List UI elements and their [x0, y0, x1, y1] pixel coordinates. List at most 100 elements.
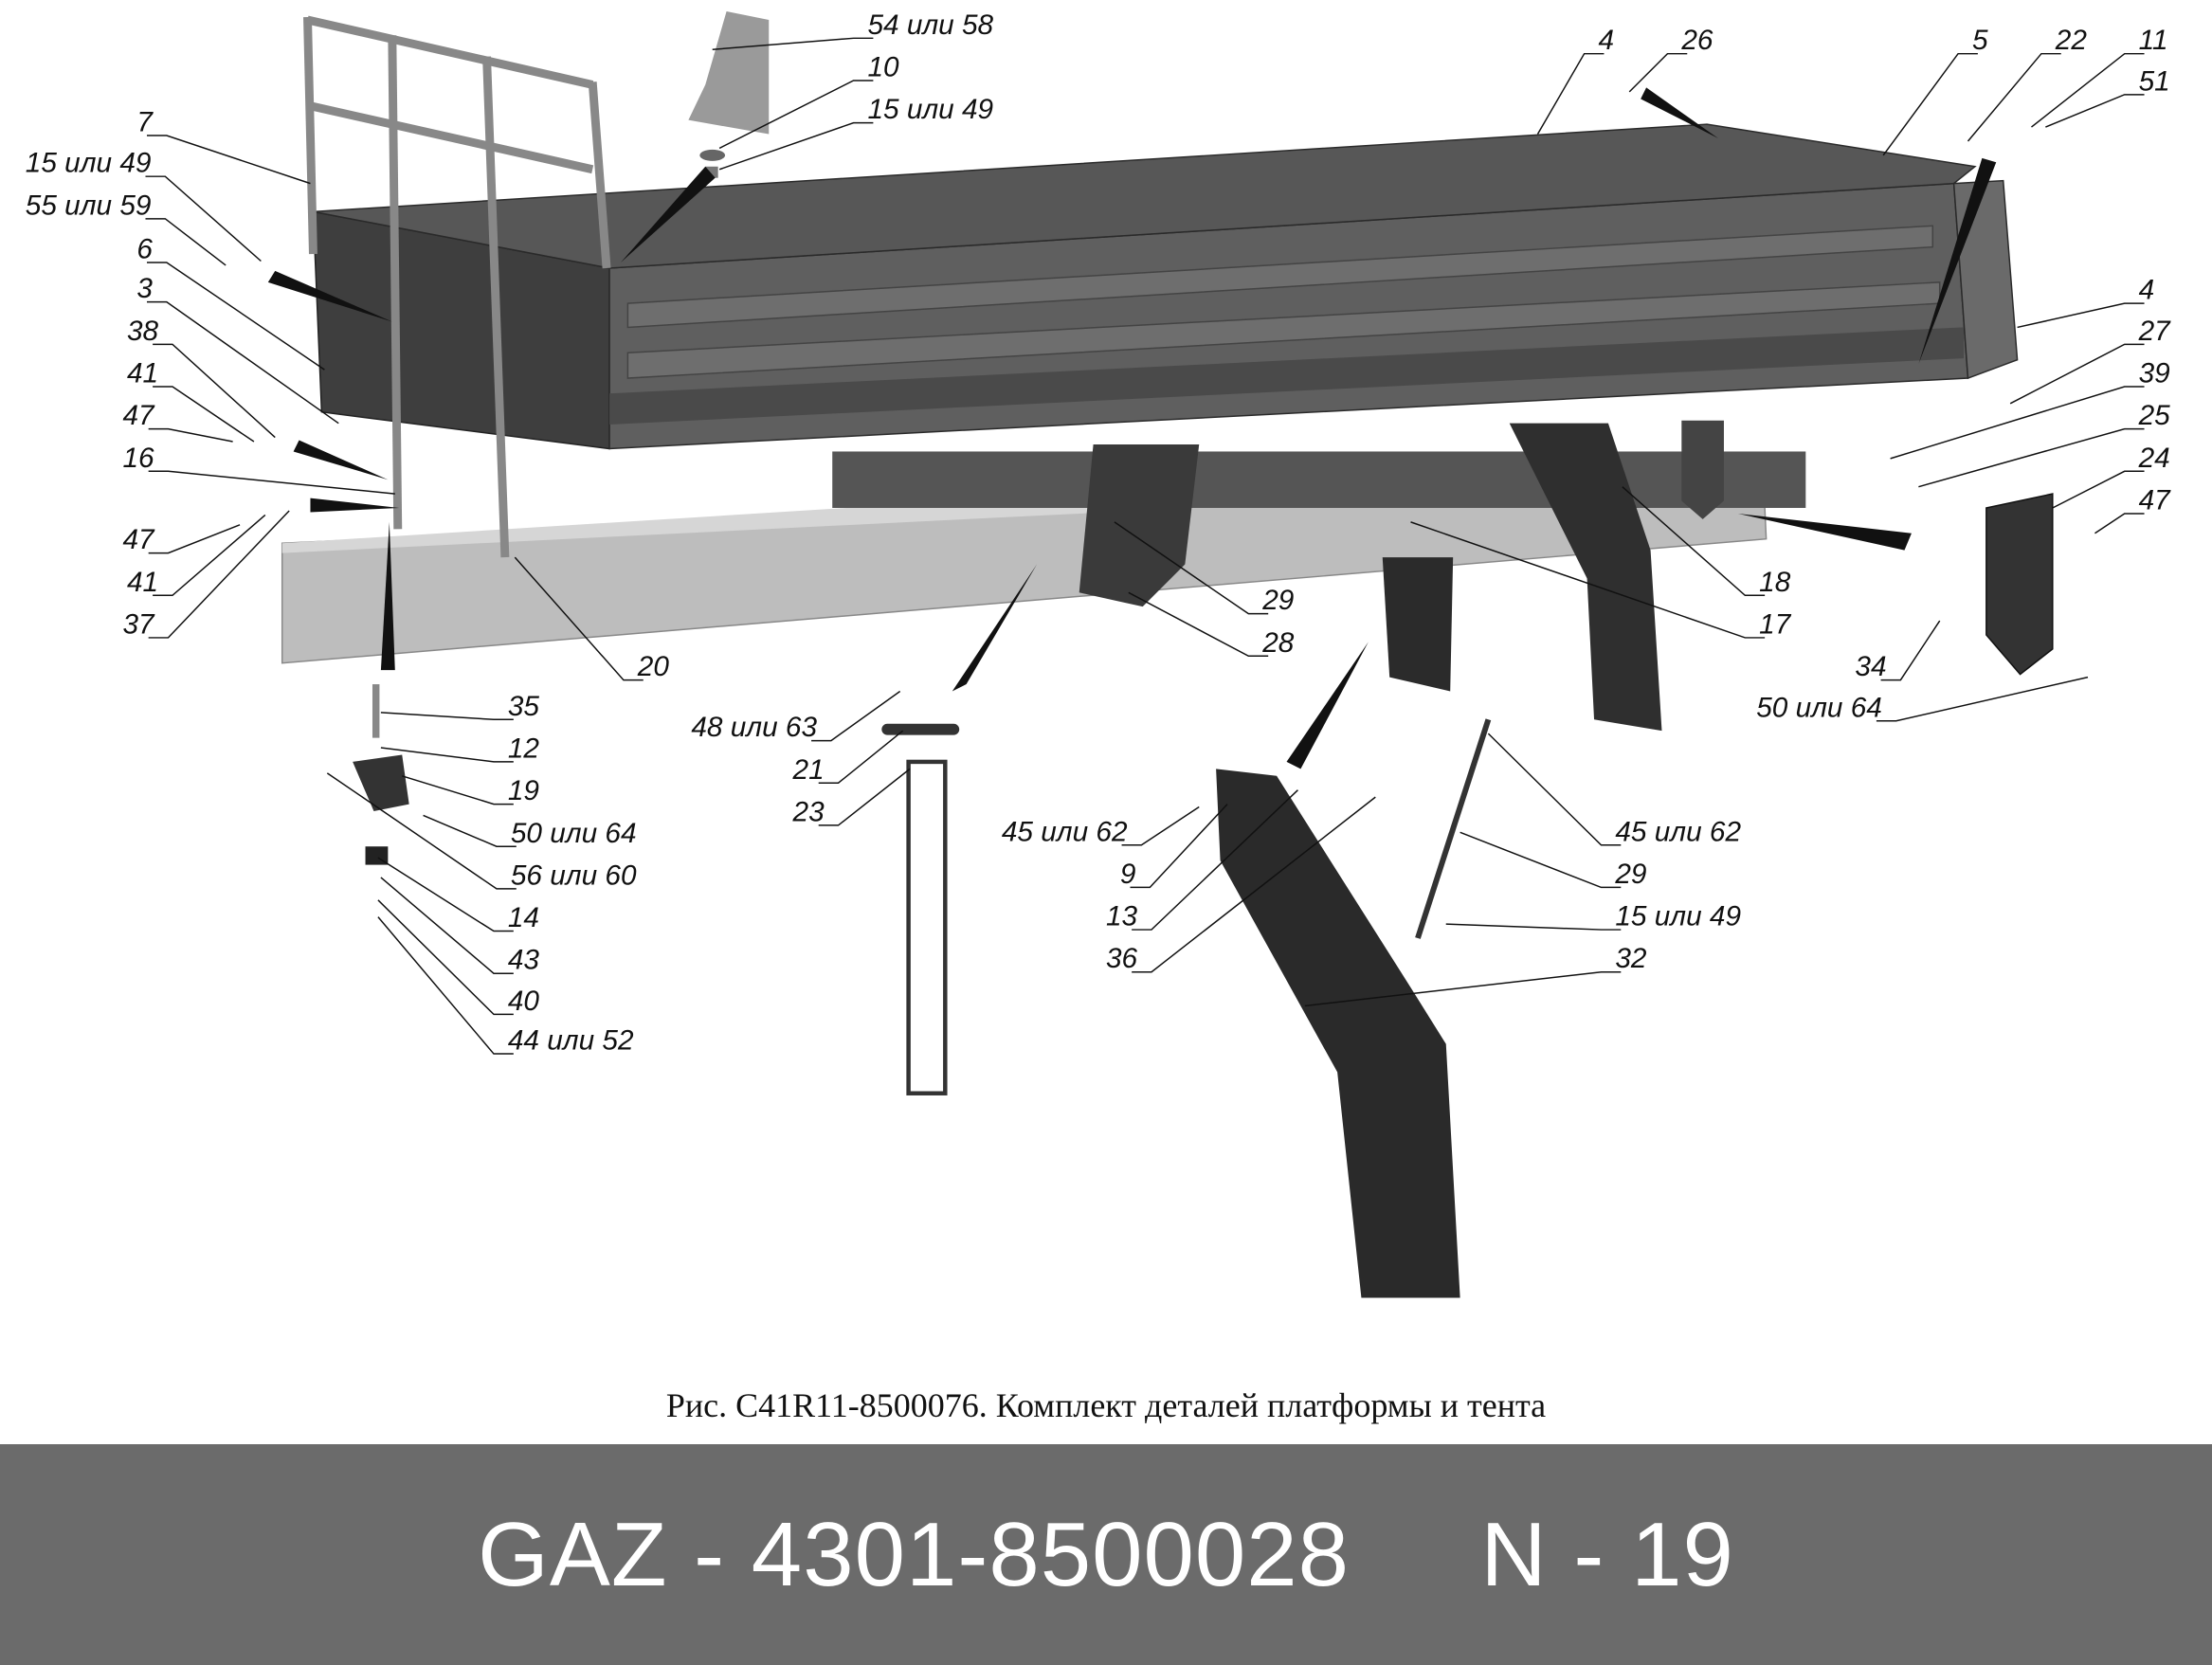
bracket-18 [1681, 420, 1724, 519]
leader-line [380, 747, 514, 763]
callout-label: 3 [136, 273, 153, 304]
callout-label: 40 [508, 986, 540, 1017]
arrow-icon [952, 564, 1038, 692]
leader-line [402, 775, 514, 805]
arrow-icon [267, 270, 392, 322]
arrow-icon [1918, 157, 1997, 365]
leader-line [1876, 676, 2089, 722]
leader-line [145, 175, 262, 262]
leader-line [148, 524, 241, 554]
leader-line [1121, 805, 1200, 846]
callout-label: 13 [1106, 901, 1138, 932]
callout-label: 15 или 49 [1615, 901, 1741, 932]
mudguard-rear [1509, 423, 1662, 732]
leader-line [718, 121, 874, 171]
leader-line [2045, 94, 2145, 128]
callout-label: 38 [127, 316, 159, 347]
callout-label: 28 [1261, 627, 1295, 659]
callout-label: 14 [508, 902, 539, 933]
leader-line [1628, 52, 1688, 93]
callout-label: 47 [123, 524, 156, 555]
leader-line [1882, 52, 1978, 156]
platform-floor [313, 123, 1977, 269]
callout-label: 27 [2138, 316, 2172, 347]
arrow-icon [1641, 87, 1719, 138]
callout-label: 29 [1261, 585, 1294, 616]
leader-line [2009, 343, 2145, 405]
leader-line [2031, 52, 2145, 128]
callout-label: 7 [136, 107, 154, 138]
leader-line [377, 899, 514, 1016]
arrow-icon [380, 521, 395, 671]
leader-line [153, 343, 276, 439]
callout-label: 48 или 63 [691, 712, 817, 743]
part-21 [881, 723, 960, 735]
leader-line [1536, 52, 1605, 135]
callout-label: 10 [867, 52, 899, 83]
leader-line [146, 300, 339, 425]
callout-label: 25 [2138, 400, 2171, 431]
leader-line [514, 556, 644, 681]
callout-label: 50 или 64 [511, 818, 637, 849]
nut-15 [705, 166, 718, 178]
leader-line [146, 262, 325, 371]
callout-label: 39 [2139, 358, 2170, 389]
callout-label: 19 [508, 775, 539, 806]
arrow-icon [310, 498, 400, 513]
leader-line [326, 772, 517, 890]
footer-band: GAZ - 4301-8500028 N - 19 [0, 1444, 2212, 1665]
rail-23-outer [906, 759, 948, 1095]
leader-line [1880, 620, 1941, 681]
callout-label: 9 [1120, 859, 1136, 890]
callout-label: 18 [1759, 567, 1791, 598]
leader-line [1918, 427, 2145, 488]
leader-line [423, 814, 517, 847]
leader-line [712, 37, 874, 50]
bracket-54 [688, 11, 770, 135]
callout-label: 34 [1855, 651, 1886, 682]
leader-line [148, 510, 290, 639]
callout-label: 15 или 49 [26, 148, 152, 179]
subframe-beam [832, 451, 1806, 508]
stay-rod-29 [1415, 718, 1492, 939]
leader-line [1132, 789, 1298, 931]
mudguard-front [1079, 444, 1200, 607]
leader-line [1410, 521, 1766, 639]
callout-label: 12 [508, 733, 540, 764]
callout-label: 24 [2138, 443, 2170, 474]
ladder [303, 15, 611, 558]
assembly-arrows [267, 87, 1997, 769]
leader-line [146, 135, 311, 185]
callout-label: 16 [123, 443, 155, 474]
leader-line [811, 690, 901, 742]
leader-line [380, 712, 514, 721]
callout-label: 17 [1759, 608, 1792, 640]
callout-label: 37 [123, 608, 156, 640]
callout-label: 41 [127, 567, 158, 598]
part-number-text: GAZ - 4301-8500028 N - 19 [478, 1503, 1734, 1605]
callout-label: 26 [1680, 25, 1713, 56]
leader-line [153, 386, 255, 443]
callout-label: 41 [127, 358, 158, 389]
leader-line [2094, 513, 2145, 534]
figure-caption: Рис. C41R11-8500076. Комплект деталей пл… [665, 1386, 1547, 1424]
leader-line [1460, 831, 1622, 889]
mudflap-large [1216, 769, 1460, 1298]
callout-label: 22 [2055, 25, 2088, 56]
arrow-icon [1737, 513, 1912, 551]
arrow-icon [293, 440, 389, 480]
arrow-icon [1286, 642, 1369, 769]
callout-label: 51 [2139, 65, 2170, 97]
callout-label: 5 [1972, 25, 1988, 56]
callout-label: 55 или 59 [26, 190, 152, 221]
callout-label: 23 [792, 796, 825, 827]
arrow-icon [620, 166, 716, 262]
bracket-19 [353, 754, 409, 812]
leader-line [1128, 591, 1269, 658]
mudflap-front [1382, 557, 1454, 692]
callout-label: 56 или 60 [511, 860, 637, 891]
mudguard-bracket-24 [1985, 493, 2054, 676]
leader-line [818, 730, 904, 784]
